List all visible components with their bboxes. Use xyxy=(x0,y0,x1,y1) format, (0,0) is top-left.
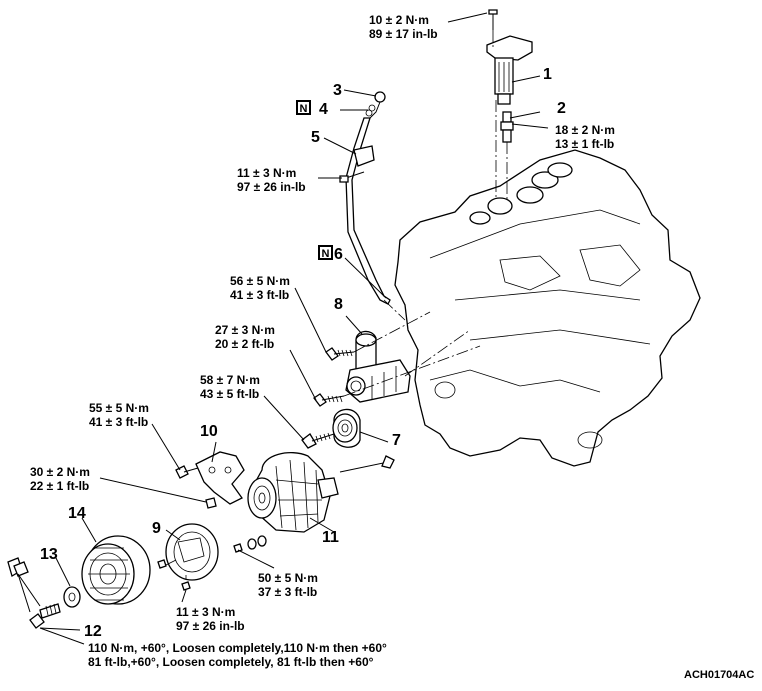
coil-bolt xyxy=(488,9,498,48)
svg-text:N: N xyxy=(300,103,308,115)
generator-bracket xyxy=(175,451,245,509)
callout-10: 10 xyxy=(200,423,218,440)
torque-idler-bolt-nm: 58 ± 7 N·m xyxy=(200,373,260,387)
callout-7: 7 xyxy=(392,432,401,449)
replace-marker-6: N xyxy=(318,245,333,260)
torque-spark-plug-imp: 13 ± 1 ft-lb xyxy=(555,137,614,151)
spark-plug xyxy=(500,111,514,200)
torque-starter-lower-nm: 27 ± 3 N·m xyxy=(215,323,275,337)
torque-starter-upper-imp: 41 ± 3 ft-lb xyxy=(230,288,289,302)
torque-spark-plug-nm: 18 ± 2 N·m xyxy=(555,123,615,137)
callout-3: 3 xyxy=(333,82,342,99)
torque-crank-bolt-imp: 81 ft-lb,+60°, Loosen completely, 81 ft-… xyxy=(88,655,374,669)
torque-cover-screw-imp: 97 ± 26 in-lb xyxy=(176,619,245,633)
torque-bracket-bolt-imp: 41 ± 3 ft-lb xyxy=(89,415,148,429)
callout-14: 14 xyxy=(68,505,86,522)
callout-2: 2 xyxy=(557,100,566,117)
callout-1: 1 xyxy=(543,66,552,83)
torque-coil-bolt-nm: 10 ± 2 N·m xyxy=(369,13,429,27)
torque-generator-nut-imp: 37 ± 3 ft-lb xyxy=(258,585,317,599)
generator xyxy=(247,452,395,533)
torque-cover-screw-nm: 11 ± 3 N·m xyxy=(176,605,235,619)
pulley-cover xyxy=(157,523,219,591)
callout-12: 12 xyxy=(84,623,102,640)
callout-9: 9 xyxy=(152,520,161,537)
torque-coil-bolt-imp: 89 ± 17 in-lb xyxy=(369,27,438,41)
callout-5: 5 xyxy=(311,129,320,146)
callout-6: 6 xyxy=(334,246,343,263)
engine-block xyxy=(394,149,701,467)
torque-bracket-bolt-nm: 55 ± 5 N·m xyxy=(89,401,149,415)
ignition-coil xyxy=(486,35,533,200)
torque-dipstick-bolt-imp: 97 ± 26 in-lb xyxy=(237,180,306,194)
starter-bolt-lower xyxy=(313,345,481,407)
washer xyxy=(63,586,81,608)
callout-11: 11 xyxy=(322,529,339,546)
oil-dipstick xyxy=(339,91,406,321)
callout-13: 13 xyxy=(40,546,58,563)
svg-text:N: N xyxy=(322,248,330,260)
replace-marker-4: N xyxy=(296,100,311,115)
crankshaft-pulley xyxy=(81,535,151,605)
leader-lines xyxy=(39,12,549,645)
torque-crank-bolt-nm: 110 N·m, +60°, Loosen completely,110 N·m… xyxy=(88,641,387,655)
torque-bracket-small-imp: 22 ± 1 ft-lb xyxy=(30,479,89,493)
figure-id: ACH01704AC xyxy=(684,669,754,681)
generator-nut xyxy=(233,535,267,553)
torque-idler-bolt-imp: 43 ± 5 ft-lb xyxy=(200,387,259,401)
special-tool xyxy=(7,557,41,613)
torque-bracket-small-nm: 30 ± 2 N·m xyxy=(30,465,90,479)
callout-8: 8 xyxy=(334,296,343,313)
idler-pulley xyxy=(301,408,361,449)
torque-generator-nut-nm: 50 ± 5 N·m xyxy=(258,571,318,585)
torque-starter-upper-nm: 56 ± 5 N·m xyxy=(230,274,290,288)
starter-motor xyxy=(345,329,471,403)
callout-4: 4 xyxy=(319,101,328,118)
crankshaft-bolt xyxy=(29,603,61,629)
torque-starter-lower-imp: 20 ± 2 ft-lb xyxy=(215,337,274,351)
starter-bolt-upper xyxy=(325,311,431,361)
torque-dipstick-bolt-nm: 11 ± 3 N·m xyxy=(237,166,296,180)
